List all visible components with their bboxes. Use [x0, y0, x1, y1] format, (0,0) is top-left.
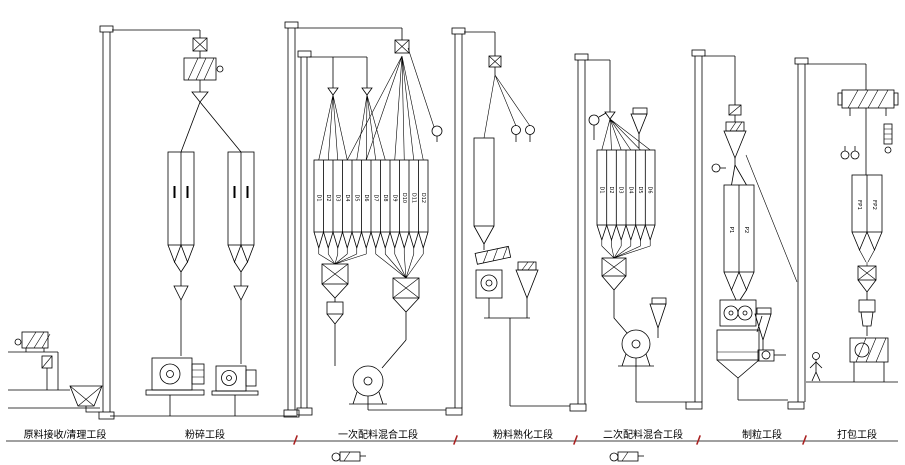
- section-label: 粉碎工段: [185, 428, 225, 441]
- section-pelleting: P1 P2: [711, 104, 798, 401]
- section-label: 打包工段: [837, 428, 877, 441]
- valve-icon: [840, 150, 850, 160]
- valve-icon: [850, 150, 860, 160]
- bin-label: D5: [637, 186, 643, 193]
- curing-machine: [475, 269, 503, 318]
- bin-label: D1: [598, 186, 604, 193]
- section-batching1: D1 D2 D3 D4 D5 D6 D7 D8 D9 D10 D11 D12: [313, 39, 446, 411]
- cyclone-icon: [649, 297, 667, 338]
- rotary-distributor-icon: [394, 39, 410, 54]
- section-label: 二次配料混合工段: [603, 428, 683, 441]
- section-grinding: [110, 37, 297, 417]
- batching-scale-2: [381, 277, 420, 369]
- section-label: 一次配料混合工段: [338, 428, 418, 441]
- batching-scale-3: [601, 257, 627, 302]
- section-curing: [473, 55, 570, 407]
- bin-label: D3: [334, 194, 340, 201]
- drum-cleaner-icon: [14, 331, 51, 352]
- bin-label: P2: [743, 227, 749, 234]
- bin-label: D12: [420, 193, 426, 203]
- feeder-icon: [173, 285, 189, 301]
- batching-scale-1: [321, 263, 349, 366]
- valve-icon: [525, 125, 535, 135]
- cyclone-icon: [754, 307, 772, 350]
- cyclone-icon: [515, 261, 539, 318]
- section-label: 粉料熟化工段: [493, 428, 553, 441]
- fan-distributor-icon: [361, 87, 373, 96]
- bin-label: D11: [410, 193, 416, 203]
- batching-bins-row2: D1 D2 D3 D4 D5 D6: [596, 149, 656, 259]
- grinding-bin-2: [227, 151, 255, 364]
- section-label: 原料接收/清理工段: [24, 428, 107, 441]
- bin-label: D2: [325, 194, 331, 201]
- bucket-elevator-2b: [296, 50, 368, 416]
- pellet-mill: [719, 299, 757, 327]
- bin-label: D4: [627, 186, 633, 193]
- bucket-elevator-3: [445, 27, 496, 416]
- finished-product-bins: FP1 FP2: [851, 174, 883, 266]
- bin-label: FP1: [856, 200, 862, 210]
- cyclone-icon: [723, 121, 747, 186]
- air-filter-icon: [588, 114, 600, 126]
- cyclone-icon: [630, 107, 648, 148]
- cooler: [716, 329, 788, 401]
- bin-label: D5: [353, 194, 359, 201]
- packing-scale: [857, 265, 877, 336]
- bin-label: D8: [382, 194, 388, 201]
- section-receiving: [8, 331, 103, 413]
- bag-icon: [860, 311, 874, 327]
- bin-label: D2: [608, 186, 614, 193]
- fan-icon: [757, 349, 786, 362]
- batching-bins-row1: D1 D2 D3 D4 D5 D6 D7 D8 D9 D10 D11 D12: [313, 159, 429, 279]
- bucket-elevator-1: [98, 25, 201, 420]
- section-packing: FP1 FP2: [806, 89, 899, 383]
- conveyor-symbol-1: [331, 451, 366, 462]
- bucket-elevator-6: [787, 57, 867, 410]
- fan-distributor-icon: [327, 87, 339, 96]
- bin-label: D7: [372, 194, 378, 201]
- bag-sewing-conveyor: [849, 337, 889, 382]
- bin-label: D4: [344, 194, 350, 201]
- hammer-mill-2: [211, 365, 259, 396]
- section-batching2: D1 D2 D3 D4 D5 D6: [588, 107, 686, 403]
- fan-distributor-icon: [604, 111, 616, 120]
- bin-label: D6: [647, 186, 653, 193]
- sampler-icon: [883, 123, 893, 154]
- small-hopper-icon: [41, 355, 53, 390]
- bin-label: FP2: [871, 200, 877, 210]
- section-divider-marks: [293, 435, 807, 445]
- receiving-pit-icon: [69, 385, 103, 407]
- magnet-box-icon: [728, 104, 742, 116]
- mixer-2: [618, 329, 686, 403]
- section-label: 制粒工段: [742, 428, 782, 441]
- hammer-mill-1: [145, 357, 205, 396]
- feeder-icon: [233, 285, 249, 301]
- valve-icon: [711, 163, 721, 173]
- mixer-1: [349, 365, 446, 411]
- conveyor-symbol-2: [609, 451, 644, 462]
- bucket-elevator-4: [569, 53, 611, 412]
- two-way-distributor-icon: [191, 91, 209, 103]
- bin-label: D1: [315, 194, 321, 201]
- bin-label: D3: [618, 186, 624, 193]
- pellet-bins: P1 P2: [723, 184, 755, 301]
- precleaner-icon: [183, 57, 224, 81]
- curing-bin: [473, 137, 495, 250]
- air-filter-icon: [431, 125, 443, 137]
- valve-icon: [511, 125, 521, 135]
- bucket-elevator-2: [283, 21, 403, 418]
- bin-label: D10: [401, 193, 407, 203]
- bin-label: D9: [391, 194, 397, 201]
- rotary-screen-icon: [837, 89, 899, 116]
- worker-figure-icon: [809, 352, 823, 382]
- bucket-elevator-5: [685, 49, 736, 410]
- section-label-band: 原料接收/清理工段 粉碎工段 一次配料混合工段 粉料熟化工段 二次配料混合工段 …: [6, 428, 898, 445]
- bin-label: D6: [363, 194, 369, 201]
- screw-conveyor-icon: [474, 245, 512, 265]
- rotary-distributor-icon: [192, 37, 208, 52]
- grinding-bin-1: [167, 151, 195, 356]
- bin-label: P1: [728, 227, 734, 234]
- rotary-distributor-icon: [488, 55, 502, 68]
